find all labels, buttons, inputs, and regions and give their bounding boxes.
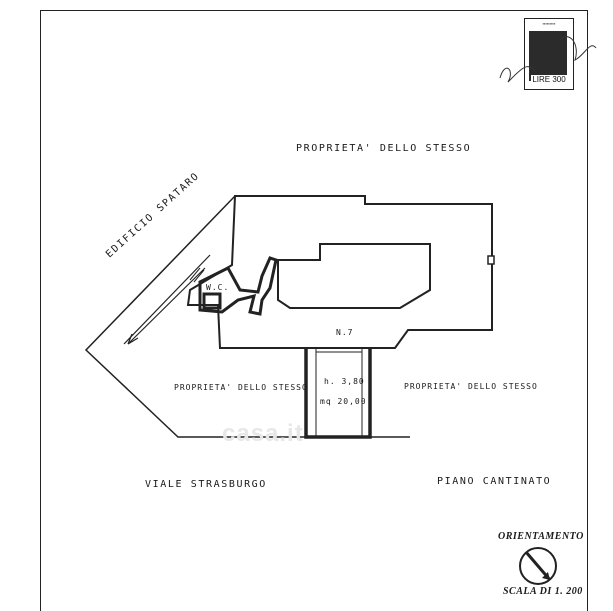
stair-line-1: [189, 267, 201, 281]
diagonal-inner: [123, 254, 211, 345]
label-wc: W.C.: [206, 283, 230, 292]
compass-arrowhead: [542, 572, 550, 580]
passage-arrow-shaft: [127, 267, 206, 345]
signature: [499, 36, 597, 83]
label-right-property: PROPRIETA' DELLO STESSO: [404, 382, 538, 391]
label-floor: PIANO CANTINATO: [437, 476, 552, 487]
wall-notch: [487, 255, 495, 265]
building-outline: [186, 195, 493, 349]
cellar-unit: [304, 348, 372, 439]
scale-label: SCALA DI 1. 200: [503, 586, 583, 597]
label-unit-number: N.7: [336, 328, 354, 337]
revenue-stamp: ▪▪▪▪▪▪▪▪▪ LIRE 300: [524, 18, 574, 90]
wc-block: [198, 256, 278, 316]
inner-courtyard: [277, 243, 431, 309]
label-top-property: PROPRIETA' DELLO STESSO: [296, 143, 472, 154]
passage-arrowhead: [127, 333, 139, 345]
stamp-value: LIRE 300: [531, 75, 567, 85]
label-height: h. 3,80: [324, 377, 365, 386]
label-area: mq 20,00: [320, 397, 367, 406]
label-street: VIALE STRASBURGO: [145, 479, 267, 490]
stair-line-2: [193, 269, 205, 283]
diagonal-boundary: [84, 195, 310, 438]
drawing-frame: [40, 10, 588, 611]
stamp-header: ▪▪▪▪▪▪▪▪▪: [542, 21, 556, 26]
label-left-property: PROPRIETA' DELLO STESSO: [174, 383, 308, 392]
watermark: casa.it: [222, 420, 304, 447]
compass-title: ORIENTAMENTO: [498, 531, 584, 542]
wc-room: [202, 292, 222, 310]
